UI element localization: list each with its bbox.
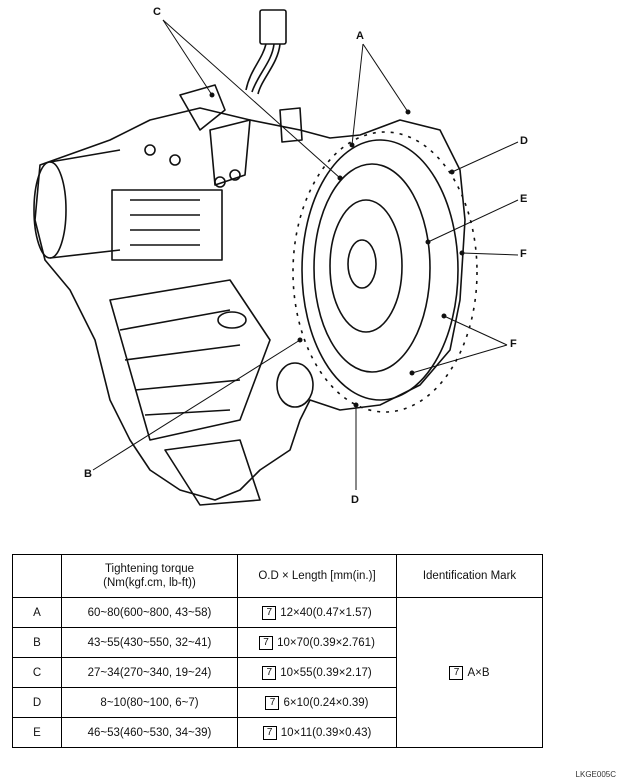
row-letter: E <box>12 717 62 748</box>
row-torque: 43~55(430~550, 32~41) <box>61 627 238 658</box>
header-letter <box>12 554 62 598</box>
identification-mark-box: 7 <box>449 665 464 680</box>
od-value: 10×70(0.39×2.761) <box>277 636 375 649</box>
header-torque-line2: (Nm(kgf.cm, lb-ft)) <box>103 577 196 589</box>
row-torque: 8~10(80~100, 6~7) <box>61 687 238 718</box>
callout-a: A <box>356 30 364 42</box>
mark-box: 7 <box>262 725 277 740</box>
header-torque-line1: Tightening torque <box>104 563 195 575</box>
mark-box: 7 <box>262 605 277 620</box>
callout-c: C <box>153 6 161 18</box>
wiring-connector <box>245 9 287 95</box>
header-identification: Identification Mark <box>396 554 543 598</box>
callout-d-bottom: D <box>351 494 359 506</box>
callout-f-upper: F <box>520 248 527 260</box>
callout-f-lower: F <box>510 338 517 350</box>
row-letter: C <box>12 657 62 688</box>
row-torque: 60~80(600~800, 43~58) <box>61 597 238 628</box>
row-letter: A <box>12 597 62 628</box>
torque-spec-table: Tightening torque (Nm(kgf.cm, lb-ft)) O.… <box>12 554 543 748</box>
row-letter: B <box>12 627 62 658</box>
callout-d-top: D <box>520 135 528 147</box>
top-brackets <box>144 84 303 188</box>
transaxle-housing <box>34 107 466 501</box>
identification-mark-text: A×B <box>467 666 490 679</box>
transaxle-lower-case <box>109 279 314 506</box>
od-value: 10×55(0.39×2.17) <box>280 666 372 679</box>
transaxle-illustration <box>33 9 519 506</box>
row-letter: D <box>12 687 62 718</box>
od-value: 6×10(0.24×0.39) <box>283 696 369 709</box>
mark-box: 7 <box>262 665 277 680</box>
row-torque: 46~53(460~530, 34~39) <box>61 717 238 748</box>
header-od-length: O.D × Length [mm(in.)] <box>237 554 397 598</box>
header-torque: Tightening torque (Nm(kgf.cm, lb-ft)) <box>61 554 238 598</box>
torque-converter <box>292 131 478 413</box>
mark-box: 7 <box>265 695 280 710</box>
callout-e: E <box>520 193 528 205</box>
table-header-row: Tightening torque (Nm(kgf.cm, lb-ft)) O.… <box>12 554 543 598</box>
od-value: 12×40(0.47×1.57) <box>280 606 372 619</box>
row-torque: 27~34(270~340, 19~24) <box>61 657 238 688</box>
callout-b: B <box>84 468 92 480</box>
od-value: 10×11(0.39×0.43) <box>280 726 372 739</box>
image-code: LKGE005C <box>575 770 616 779</box>
mark-box: 7 <box>259 635 274 650</box>
transaxle-left-end <box>33 149 223 261</box>
